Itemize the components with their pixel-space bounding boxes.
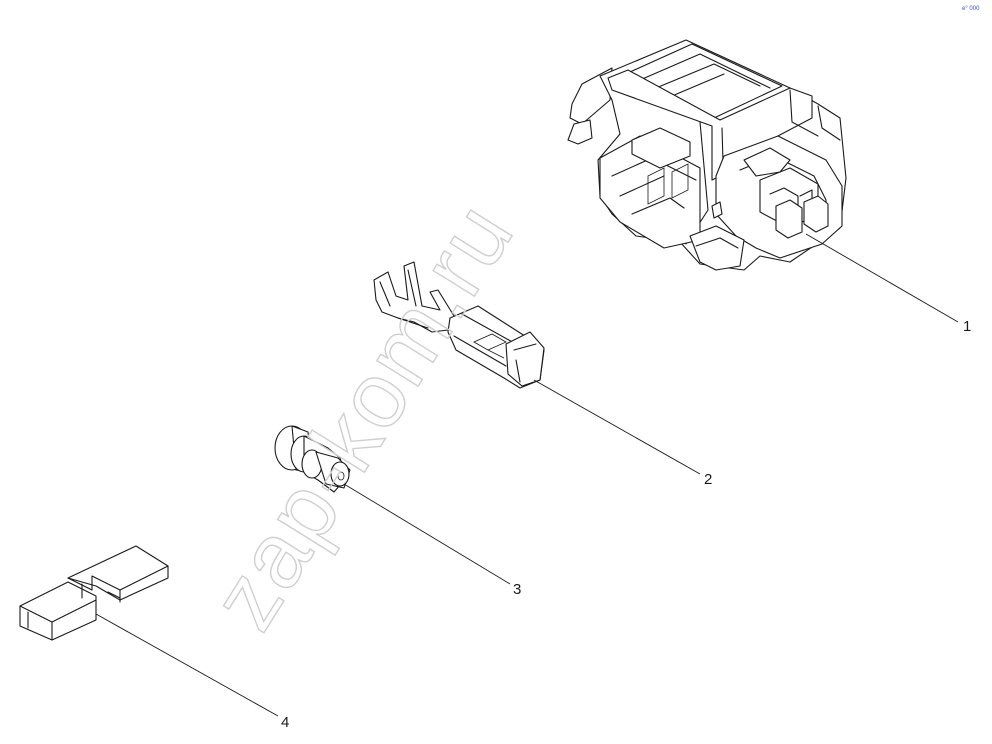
corner-mark: e° 000 bbox=[962, 6, 980, 12]
watermark: zap-kom.ru bbox=[192, 185, 533, 646]
callout-4: 4 bbox=[281, 714, 289, 731]
callout-2: 2 bbox=[704, 471, 712, 488]
callout-3: 3 bbox=[513, 581, 521, 598]
part-2-crimp-terminal bbox=[373, 261, 545, 389]
part-3-wire-seal bbox=[274, 425, 351, 493]
leader-line-4 bbox=[95, 613, 279, 717]
leader-line-1 bbox=[805, 233, 959, 323]
callout-1: 1 bbox=[963, 318, 971, 335]
part-1-connector-housing bbox=[567, 39, 847, 271]
leader-line-2 bbox=[533, 379, 701, 475]
part-4-lock-clip bbox=[19, 545, 169, 641]
leader-line-3 bbox=[343, 483, 511, 585]
